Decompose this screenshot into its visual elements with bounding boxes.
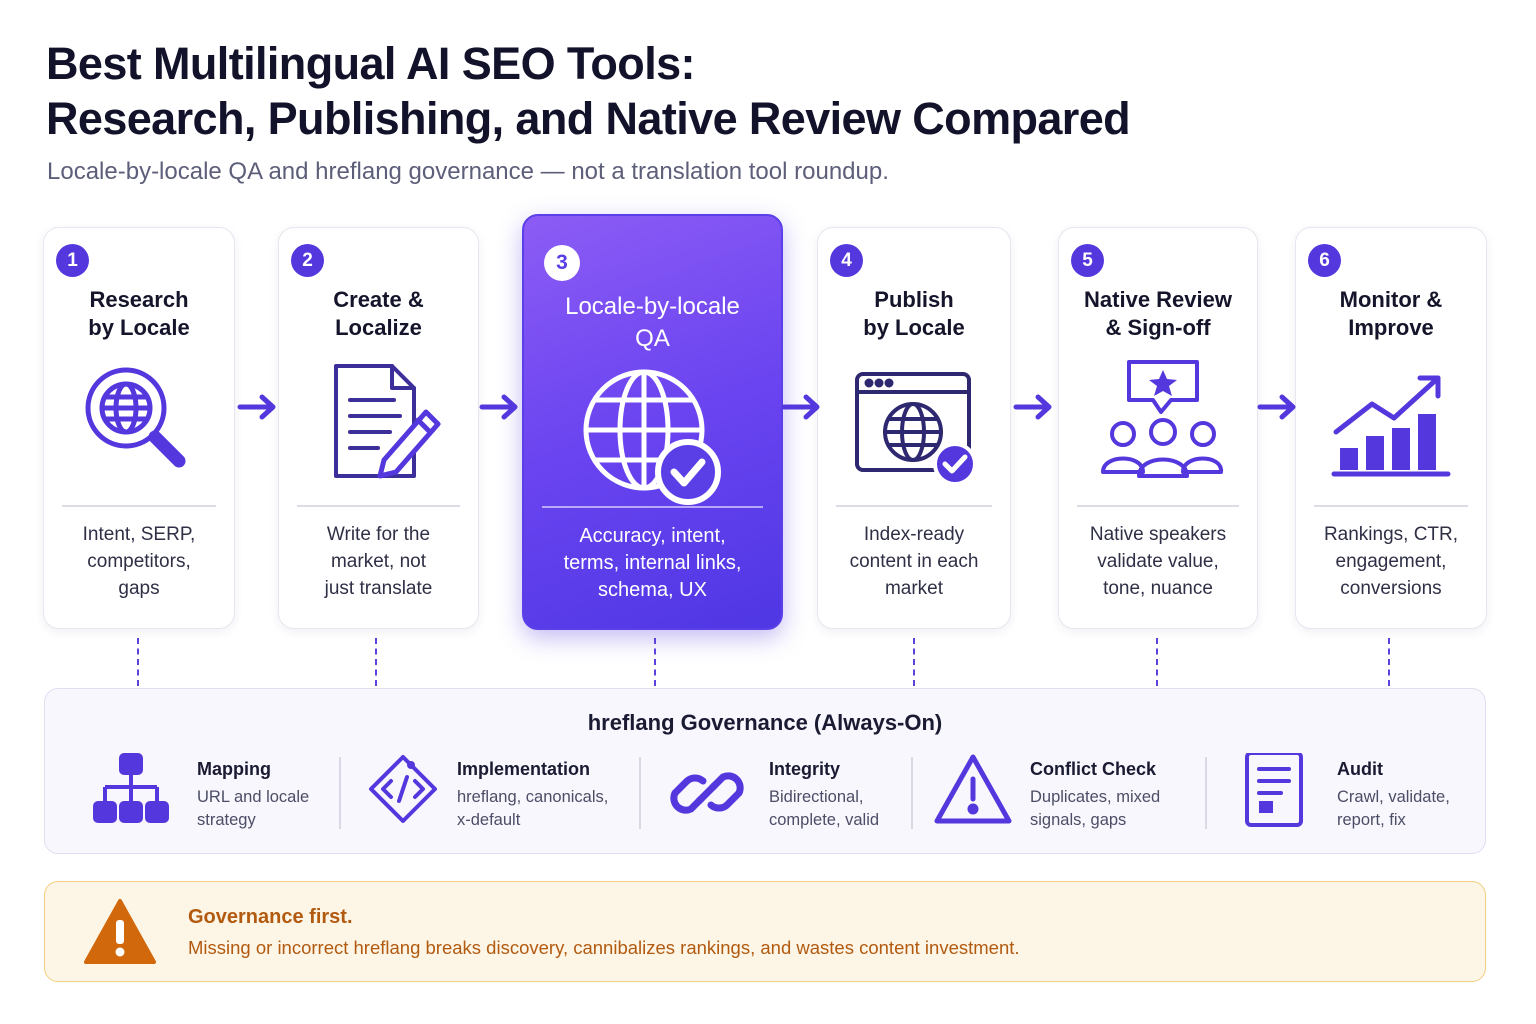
governance-item-description: Crawl, validate, report, fix (1337, 788, 1450, 829)
page-title-line-2: Research, Publishing, and Native Review … (46, 93, 1131, 144)
document-pencil-icon (333, 364, 440, 479)
step-title: Research by Locale (88, 287, 190, 340)
step-title: Native Review & Sign-off (1084, 287, 1232, 340)
step-number: 4 (830, 244, 863, 277)
step-number: 1 (56, 244, 89, 277)
arrow-right-icon (1257, 394, 1296, 420)
governance-item-integrity: Integrity Bidirectional, complete, valid (667, 753, 917, 833)
link-icon (670, 772, 744, 814)
globe-check-icon (583, 369, 721, 505)
dashed-connector (1388, 638, 1390, 686)
dashed-connector (654, 638, 656, 686)
governance-separator (339, 757, 341, 829)
dashed-connector (913, 638, 915, 686)
step-divider (542, 506, 763, 508)
step-card-research: 1 Research by Locale Intent, SERP, compe… (43, 227, 235, 629)
governance-title: hreflang Governance (Always-On) (587, 710, 943, 735)
sitemap-icon (93, 753, 169, 823)
warning-icon (934, 754, 1012, 824)
governance-item-description: Bidirectional, complete, valid (769, 788, 880, 829)
governance-item-audit: Audit Crawl, validate, report, fix (1241, 753, 1471, 833)
audit-document-icon (1245, 753, 1303, 827)
arrow-right-icon (479, 394, 518, 420)
step-card-create: 2 Create & Localize Write for the market… (278, 227, 479, 629)
page-title: Best Multilingual AI SEO Tools: Research… (46, 36, 1346, 146)
step-description: Intent, SERP, competitors, gaps (82, 524, 196, 599)
governance-item-description: hreflang, canonicals, x-default (457, 788, 609, 829)
arrow-right-icon (781, 394, 820, 420)
governance-separator (911, 757, 913, 829)
governance-item-conflict-check: Conflict Check Duplicates, mixed signals… (933, 753, 1213, 833)
step-divider (1314, 505, 1468, 507)
step-description: Accuracy, intent, terms, internal links,… (563, 525, 742, 601)
step-description: Write for the market, not just translate (324, 524, 433, 599)
step-card-publish: 4 Publish by Locale Index-ready content … (817, 227, 1011, 629)
step-divider (1077, 505, 1239, 507)
governance-first-callout: Governance first. Missing or incorrect h… (44, 881, 1486, 982)
step-card-qa-highlighted: 3 Locale-by-locale QA Accuracy, intent, … (522, 214, 783, 630)
step-number: 2 (291, 244, 324, 277)
growth-chart-icon (1331, 375, 1451, 477)
step-card-monitor: 6 Monitor & Improve Rankings, CTR, engag… (1295, 227, 1487, 629)
step-number: 6 (1308, 244, 1341, 277)
step-description: Native speakers validate value, tone, nu… (1089, 524, 1227, 599)
step-divider (297, 505, 460, 507)
governance-item-description: Duplicates, mixed signals, gaps (1030, 788, 1161, 829)
step-title: Create & Localize (333, 287, 424, 340)
callout-text: Missing or incorrect hreflang breaks dis… (188, 937, 1020, 958)
step-divider (836, 505, 992, 507)
governance-separator (1205, 757, 1207, 829)
governance-item-name: Implementation (457, 759, 591, 779)
governance-panel: hreflang Governance (Always-On) Mapping … (44, 688, 1486, 854)
page-title-line-1: Best Multilingual AI SEO Tools: (46, 38, 696, 89)
arrow-right-icon (1013, 394, 1052, 420)
browser-globe-check-icon (855, 372, 977, 486)
governance-item-name: Conflict Check (1030, 759, 1157, 779)
step-title: Monitor & Improve (1339, 287, 1443, 340)
step-number: 3 (544, 245, 580, 281)
step-title: Locale-by-locale QA (565, 293, 740, 352)
step-divider (62, 505, 216, 507)
governance-item-mapping: Mapping URL and locale strategy (91, 753, 351, 833)
governance-item-name: Mapping (197, 759, 271, 779)
governance-item-name: Integrity (769, 759, 841, 779)
step-description: Rankings, CTR, engagement, conversions (1323, 524, 1459, 599)
dashed-connector (1156, 638, 1158, 686)
governance-item-description: URL and locale strategy (197, 788, 310, 829)
reviewers-star-icon (1101, 360, 1223, 478)
governance-item-name: Audit (1337, 759, 1383, 779)
dashed-connector (137, 638, 139, 686)
governance-separator (639, 757, 641, 829)
governance-item-implementation: Implementation hreflang, canonicals, x-d… (363, 753, 653, 833)
step-number: 5 (1071, 244, 1104, 277)
page-subtitle: Locale-by-locale QA and hreflang governa… (47, 158, 889, 185)
globe-search-icon (85, 367, 186, 468)
callout-title: Governance first. (188, 906, 353, 928)
step-title: Publish by Locale (863, 287, 965, 340)
dashed-connector (375, 638, 377, 686)
step-description: Index-ready content in each market (849, 524, 979, 599)
arrow-right-icon (237, 394, 276, 420)
code-tag-icon (369, 755, 437, 823)
step-card-native-review: 5 Native Review & Sign-off Native speake… (1058, 227, 1258, 629)
warning-triangle-icon (84, 899, 156, 964)
